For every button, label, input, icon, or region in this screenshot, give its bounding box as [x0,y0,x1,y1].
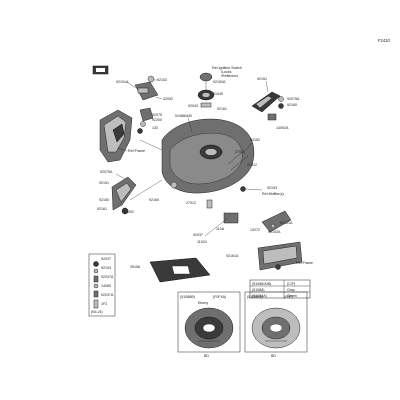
label-92160-mid: 92160 [149,198,159,202]
legend-row1-code: (51088) [252,288,264,292]
label-kit-1f2: 1F2 [101,302,107,306]
legend-row2-code: (51088A) [252,294,267,298]
label-92043: 92043 [188,104,198,108]
label-92160-right: 92160 [287,103,297,107]
left-box-variant: (F0F4A) [213,295,226,299]
legend-row1-color: Gray [287,288,295,292]
tank-view-left [177,291,241,353]
label-92151-left: 92151 [99,181,109,185]
label-11024: 11024 [197,240,207,244]
label-92153a: 92153A [213,80,226,84]
label-32052: 32052 [163,97,173,101]
label-kit-92193: 92193 [101,266,111,270]
lower-small-parts [170,181,246,224]
label-ref-frame-left: Ref.Frame [128,149,145,153]
label-92152-top: 92152 [157,78,167,82]
label-51088: 51088/A/B [175,114,192,118]
label-kit-92037: 92037 [101,257,111,261]
fig-no-left: BD [204,354,209,358]
label-92200: 92200 [152,118,162,122]
label-51049: 51049 [213,92,223,96]
left-box-code: (51088B) [180,295,195,299]
label-kit-14089: 14089 [101,284,111,288]
right-box-code: (51088/A) [247,295,263,299]
hand-pointer-icon [92,65,109,75]
label-110a: 110A [216,227,225,231]
label-ref-frame-right: Ref.Frame [296,261,313,265]
label-kit-92037a: 92037A [101,275,114,279]
label-92075a: 92075A [100,170,113,174]
label-92161: 92161 [97,207,107,211]
label-13272: 13272 [250,228,260,232]
label-ignition-2: /Locks [221,70,232,74]
label-92075: 92075 [152,113,162,117]
tank-pad [149,257,211,283]
label-92151a: 92151A [280,221,293,225]
label-27012-r2: 27012 [247,163,257,167]
label-27012-mid: 27012 [186,201,196,205]
kit-stack [88,253,116,317]
label-ignition-1: Ref.Ignition Switch [212,66,242,70]
left-box-color: Ebony [198,301,208,305]
label-92161-top: 92161 [217,107,227,111]
tank-view-right [244,291,308,353]
label-14092-left: 14092 [124,210,134,214]
label-ignition-3: /Reflectors [221,74,238,78]
label-kit-foot: (B4,J4) [91,310,103,314]
label-92191a: 92191A [116,80,129,84]
label-muffler: Ref.Muffler(s) [262,192,284,196]
label-92153: 92153 [267,186,277,190]
label-130: 130 [152,126,158,130]
lower-left-bracket [111,176,137,215]
label-92075a-right: 92075A [287,97,300,101]
label-92151-right: 92151 [257,77,267,81]
fig-no-right: BD [271,354,276,358]
right-box-variant: (F0F) [284,295,293,299]
legend-header-1: (51088/A/B) [252,282,271,286]
figure-code: F2410 [378,38,391,43]
label-92150-left: 92150 [99,198,109,202]
label-92152-right: 92152 [250,138,260,142]
label-kit-92037b: 92037A [101,293,114,297]
filler-cap-group [197,72,215,108]
front-bracket-group [251,91,284,121]
label-92037: 92037 [193,233,203,237]
label-39156: 39156 [130,265,140,269]
rear-mount-bracket-group [134,75,159,134]
label-27012-right: 27012 [235,150,245,154]
label-14092a: 14092A [276,126,289,130]
fuel-tank [161,118,255,194]
label-92161a: 92161A [226,254,239,258]
lower-right-bracket [257,210,303,271]
label-92152a: 92152A [268,230,281,234]
legend-row2-color: Green [287,294,297,298]
legend-header-2: (C/F) [287,282,295,286]
frame-section-left [99,109,133,163]
